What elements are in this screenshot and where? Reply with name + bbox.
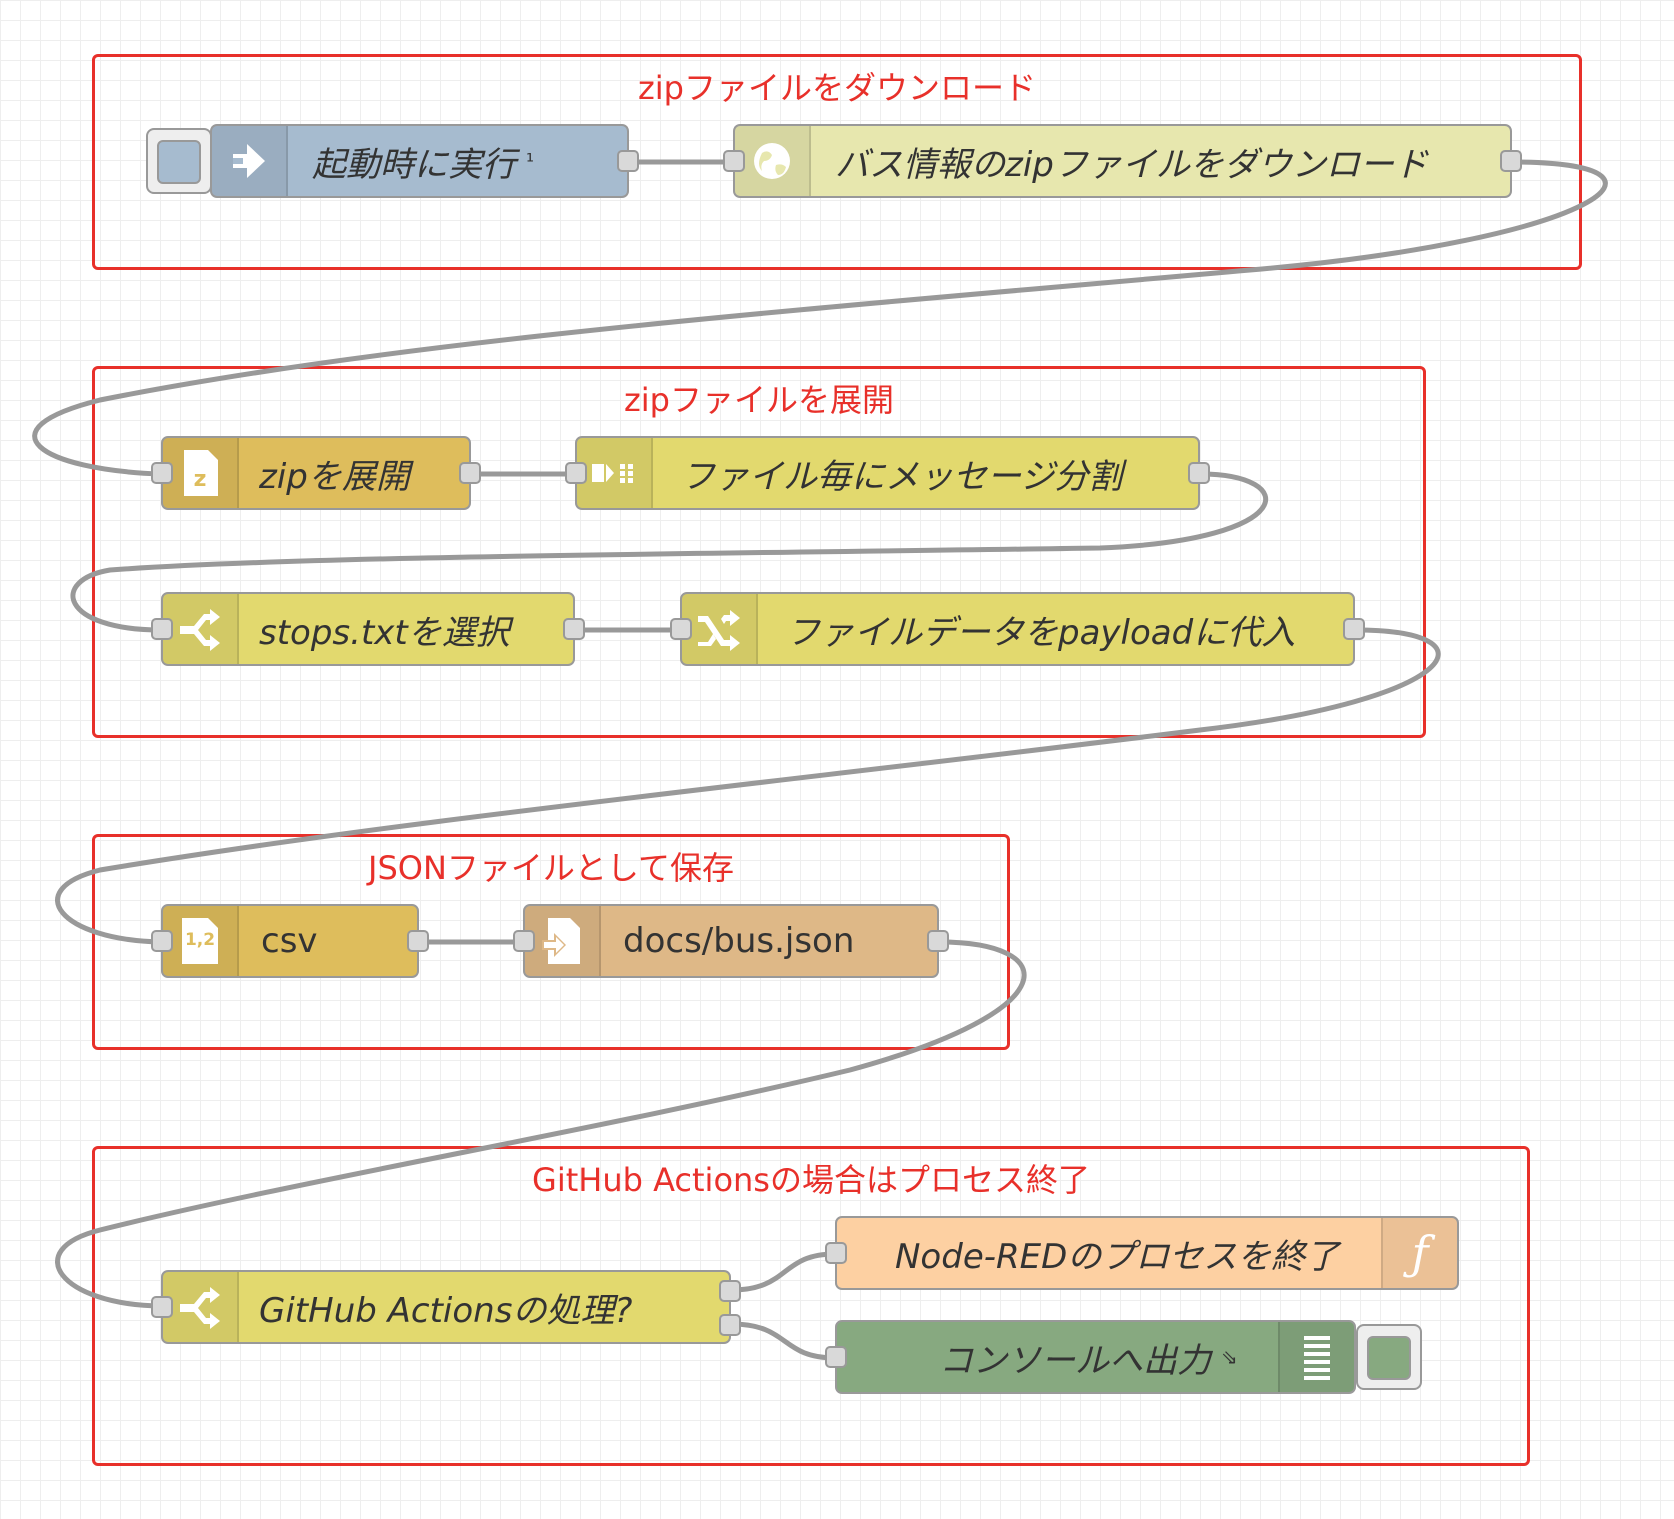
node-label: コンソールへ出力 [939, 1340, 1211, 1381]
group-github-actions[interactable]: GitHub Actionsの場合はプロセス終了 [92, 1146, 1530, 1466]
input-port[interactable] [151, 1296, 173, 1318]
output-port[interactable] [563, 618, 585, 640]
output-port[interactable] [1188, 462, 1210, 484]
node-switch-github[interactable]: GitHub Actionsの処理? [151, 1270, 741, 1344]
debug-toggle-inner [1367, 1336, 1411, 1380]
output-port[interactable] [407, 930, 429, 952]
shuffle-icon [682, 594, 758, 664]
output-port[interactable] [1343, 618, 1365, 640]
function-icon: ƒ [1381, 1218, 1457, 1288]
node-label: GitHub Actionsの処理? [259, 1290, 633, 1331]
input-port[interactable] [723, 150, 745, 172]
zip-file-icon: z [163, 438, 239, 508]
group-download[interactable]: zipファイルをダウンロード [92, 54, 1582, 270]
node-label: stops.txtを選択 [259, 612, 510, 653]
node-label: 起動時に実行 [312, 144, 516, 185]
output-port[interactable] [1500, 150, 1522, 172]
node-debug[interactable]: コンソールへ出力 ⇘ [825, 1320, 1356, 1394]
wire[interactable] [55, 939, 1027, 1309]
function-icon-glyph: ƒ [1411, 1226, 1429, 1280]
node-label: ファイルデータをpayloadに代入 [786, 612, 1296, 653]
split-icon [577, 438, 653, 508]
inject-button[interactable] [146, 128, 212, 194]
node-split[interactable]: ファイル毎にメッセージ分割 [565, 436, 1210, 510]
input-port[interactable] [151, 462, 173, 484]
input-port[interactable] [513, 930, 535, 952]
input-port[interactable] [825, 1346, 847, 1368]
group-extract[interactable]: zipファイルを展開 [92, 366, 1426, 738]
wire[interactable] [70, 471, 1269, 633]
output-port[interactable] [617, 150, 639, 172]
input-port[interactable] [151, 930, 173, 952]
globe-icon [735, 126, 811, 196]
node-label: csv [261, 921, 318, 961]
node-label: Node-REDのプロセスを終了 [895, 1236, 1340, 1277]
csv-file-icon: 1,2 [163, 906, 239, 976]
output-port[interactable] [927, 930, 949, 952]
group-label: JSONファイルとして保存 [368, 849, 734, 887]
wire[interactable] [55, 627, 1441, 945]
input-port[interactable] [670, 618, 692, 640]
csv-icon-text: 1,2 [184, 930, 216, 950]
node-label: ファイル毎にメッセージ分割 [681, 456, 1123, 497]
debug-toggle-button[interactable] [1356, 1324, 1422, 1390]
node-http-request[interactable]: バス情報のzipファイルをダウンロード [723, 124, 1522, 198]
node-function[interactable]: Node-REDのプロセスを終了 ƒ [825, 1216, 1459, 1290]
output-port-1[interactable] [719, 1280, 741, 1302]
node-label: zipを展開 [259, 456, 410, 497]
switch-icon [163, 1272, 239, 1342]
input-port[interactable] [825, 1242, 847, 1264]
debug-suffix-icon: ⇘ [1221, 1345, 1238, 1369]
node-zip[interactable]: z zipを展開 [151, 436, 481, 510]
svg-text:z: z [194, 467, 207, 492]
node-change[interactable]: ファイルデータをpayloadに代入 [670, 592, 1365, 666]
group-label: zipファイルを展開 [623, 381, 894, 419]
list-icon [1278, 1322, 1354, 1392]
group-save-json[interactable]: JSONファイルとして保存 [92, 834, 1010, 1050]
output-port-2[interactable] [719, 1314, 741, 1336]
inject-button-inner [157, 140, 201, 184]
inject-badge: ¹ [526, 149, 535, 173]
wire[interactable] [728, 1321, 838, 1361]
group-label: GitHub Actionsの場合はプロセス終了 [532, 1161, 1090, 1199]
node-switch-stops[interactable]: stops.txtを選択 [151, 592, 585, 666]
switch-icon [163, 594, 239, 664]
node-label: バス情報のzipファイルをダウンロード [835, 144, 1428, 185]
node-label: docs/bus.json [623, 921, 855, 961]
output-port[interactable] [459, 462, 481, 484]
wire[interactable] [728, 1251, 838, 1293]
node-inject[interactable]: 起動時に実行 ¹ [210, 124, 639, 198]
file-out-icon [525, 906, 601, 976]
node-file-out[interactable]: docs/bus.json [513, 904, 949, 978]
group-label: zipファイルをダウンロード [637, 69, 1036, 107]
input-port[interactable] [565, 462, 587, 484]
node-csv[interactable]: 1,2 csv [151, 904, 429, 978]
arrow-in-icon [212, 126, 288, 196]
wire[interactable] [32, 159, 1608, 477]
input-port[interactable] [151, 618, 173, 640]
